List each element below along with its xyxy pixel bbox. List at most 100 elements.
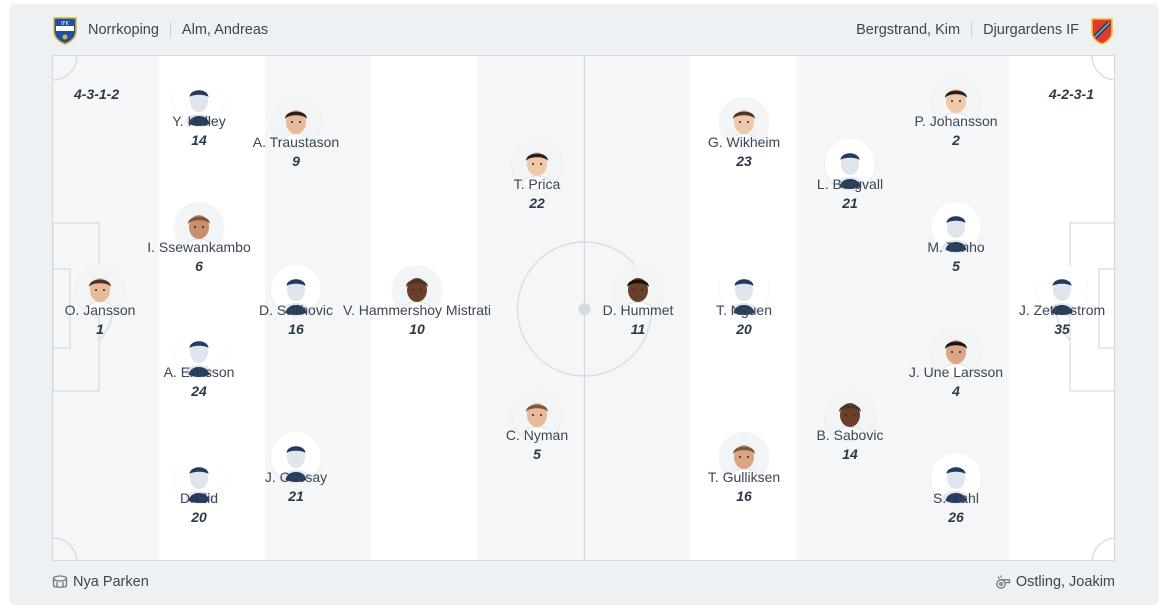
home-team-name[interactable]: Norrkoping xyxy=(88,22,159,38)
home-player-marker[interactable]: I. Ssewankambo 6 xyxy=(124,202,274,276)
away-player-marker[interactable]: T. Nguen 20 xyxy=(669,265,819,339)
away-player-marker[interactable]: G. Wikheim 23 xyxy=(669,97,819,171)
home-player-marker[interactable]: D. Salihovic 16 xyxy=(221,265,371,339)
away-player-marker[interactable]: D. Hummet 11 xyxy=(563,265,713,339)
player-name[interactable]: J. Une Larsson xyxy=(908,364,1004,380)
player-number: 9 xyxy=(292,153,300,169)
player-photo xyxy=(271,97,321,147)
player-number: 20 xyxy=(736,321,752,337)
player-photo xyxy=(931,327,981,377)
player-name[interactable]: C. Nyman xyxy=(505,427,569,443)
player-silhouette-icon xyxy=(931,202,981,252)
away-player-marker[interactable]: S. Dahl 26 xyxy=(881,453,1031,527)
player-name[interactable]: D. Salihovic xyxy=(259,302,333,318)
djurgarden-crest-icon[interactable] xyxy=(1089,15,1115,45)
player-photo xyxy=(719,432,769,482)
player-name[interactable]: B. Sabovic xyxy=(816,427,884,443)
player-number: 11 xyxy=(630,321,646,337)
player-number: 6 xyxy=(195,258,203,274)
player-name[interactable]: S. Dahl xyxy=(933,490,979,506)
player-name[interactable]: P. Johansson xyxy=(914,113,998,129)
home-player-marker[interactable]: O. Jansson 1 xyxy=(53,265,175,339)
player-number: 35 xyxy=(1054,321,1070,337)
player-photo xyxy=(512,390,562,440)
whistle-icon xyxy=(996,575,1011,589)
player-name[interactable]: O. Jansson xyxy=(64,302,136,318)
player-silhouette-icon xyxy=(931,453,981,503)
player-number: 22 xyxy=(529,195,545,211)
player-name[interactable]: A. Traustason xyxy=(252,134,340,150)
home-formation: 4-3-1-2 xyxy=(74,86,120,102)
player-number: 14 xyxy=(191,132,207,148)
ifk-norrkoping-crest-icon[interactable]: IFK xyxy=(52,15,78,45)
player-number: 26 xyxy=(948,509,964,525)
player-silhouette-icon xyxy=(1037,265,1087,315)
home-team-header: IFK Norrkoping Alm, Andreas xyxy=(52,14,268,46)
player-name[interactable]: A. Eriksson xyxy=(163,364,235,380)
player-number: 21 xyxy=(842,195,858,211)
venue-info: Nya Parken xyxy=(52,572,149,592)
player-silhouette-icon xyxy=(174,453,224,503)
home-coach-name[interactable]: Alm, Andreas xyxy=(181,22,269,38)
referee-info: Ostling, Joakim xyxy=(995,572,1115,592)
player-silhouette-icon xyxy=(719,265,769,315)
header-divider xyxy=(169,22,171,38)
player-name[interactable]: D. Eid xyxy=(179,490,219,506)
player-photo xyxy=(719,97,769,147)
player-photo xyxy=(392,265,442,315)
lineup-header: IFK Norrkoping Alm, Andreas Bergstrand, … xyxy=(52,14,1115,46)
player-number: 1 xyxy=(96,321,104,337)
home-player-marker[interactable]: Y. Kalley 14 xyxy=(124,76,274,150)
player-name[interactable]: T. Nguen xyxy=(715,302,773,318)
player-number: 23 xyxy=(736,153,752,169)
away-coach-name[interactable]: Bergstrand, Kim xyxy=(856,22,961,38)
player-name[interactable]: T. Gulliksen xyxy=(707,469,781,485)
player-name[interactable]: J. Ceesay xyxy=(264,469,328,485)
player-silhouette-icon xyxy=(271,432,321,482)
player-name[interactable]: T. Prica xyxy=(513,176,561,192)
player-silhouette-icon xyxy=(174,76,224,126)
player-photo xyxy=(174,202,224,252)
player-silhouette-icon xyxy=(271,265,321,315)
svg-text:IFK: IFK xyxy=(61,21,69,27)
player-number: 4 xyxy=(952,383,960,399)
player-name[interactable]: M. Tenho xyxy=(927,239,985,255)
player-name[interactable]: J. Zetterstrom xyxy=(1018,302,1106,318)
home-player-marker[interactable]: D. Eid 20 xyxy=(124,453,274,527)
header-divider xyxy=(971,22,973,38)
player-number: 16 xyxy=(288,321,304,337)
player-name[interactable]: G. Wikheim xyxy=(707,134,781,150)
player-photo xyxy=(512,139,562,189)
away-player-marker[interactable]: J. Zetterstrom 35 xyxy=(987,265,1114,339)
player-name[interactable]: D. Hummet xyxy=(602,302,674,318)
player-silhouette-icon xyxy=(825,139,875,189)
away-team-name[interactable]: Djurgardens IF xyxy=(983,22,1079,38)
player-name[interactable]: L. Bergvall xyxy=(816,176,884,192)
player-name[interactable]: Y. Kalley xyxy=(172,113,226,129)
player-name[interactable]: V. Hammershoy Mistrati xyxy=(342,302,492,318)
player-photo xyxy=(613,265,663,315)
player-number: 2 xyxy=(952,132,960,148)
referee-name: Ostling, Joakim xyxy=(1015,574,1115,590)
stadium-icon xyxy=(52,575,68,588)
home-player-marker[interactable]: T. Prica 22 xyxy=(462,139,612,213)
home-player-marker[interactable]: J. Ceesay 21 xyxy=(221,432,371,506)
away-team-header: Bergstrand, Kim Djurgardens IF xyxy=(856,14,1115,46)
away-player-marker[interactable]: L. Bergvall 21 xyxy=(775,139,925,213)
player-number: 21 xyxy=(288,488,304,504)
player-number: 20 xyxy=(191,509,207,525)
away-player-marker[interactable]: P. Johansson 2 xyxy=(881,76,1031,150)
away-formation: 4-2-3-1 xyxy=(1048,86,1094,102)
away-player-marker[interactable]: J. Une Larsson 4 xyxy=(881,327,1031,401)
home-player-marker[interactable]: A. Traustason 9 xyxy=(221,97,371,171)
player-photo xyxy=(931,76,981,126)
venue-name: Nya Parken xyxy=(73,574,149,590)
player-name[interactable]: I. Ssewankambo xyxy=(147,239,251,255)
